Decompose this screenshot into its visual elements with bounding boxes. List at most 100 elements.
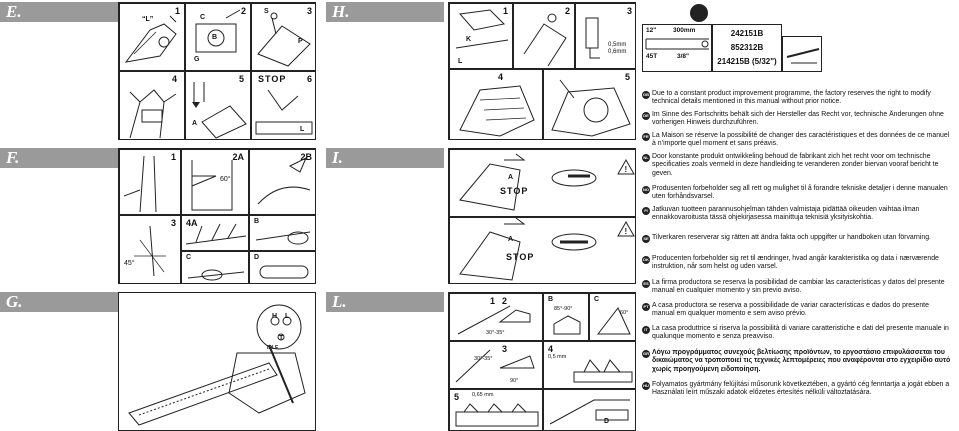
cutter-angle-drawing [596, 307, 631, 335]
svg-text:!: ! [625, 227, 628, 236]
section-header-l: L. [326, 292, 444, 312]
flag-icon-it: IT [642, 326, 650, 334]
step-number: 3 [502, 344, 508, 354]
notice-text: Produsenten forbeholder seg all rett og … [652, 185, 948, 201]
stop-label: STOP [258, 74, 287, 84]
label-d: D [604, 418, 610, 425]
kickback-bottom-drawing: ! [459, 218, 635, 281]
step-number: 5 [238, 74, 244, 84]
flag-icon-de: DE [642, 112, 650, 120]
flag-icon-pt: PT [642, 303, 650, 311]
notice-text: Im Sinne des Fortschritts behält sich de… [652, 111, 944, 127]
panel-f-cell-2: 2A 60° [181, 149, 249, 215]
engine-cleaning-drawing [459, 85, 535, 137]
panel-h-cell-4: 4 [449, 69, 543, 139]
depth-label: 0,5 mm [548, 354, 567, 360]
notice-gb: GB Due to a constant product improvement… [642, 90, 952, 107]
panel-e-cell-2: 2 C B G [185, 3, 251, 71]
panel-l-cell-4: 4 0,5 mm [543, 341, 635, 389]
step-number: 3 [306, 6, 312, 16]
svg-text:!: ! [625, 165, 628, 174]
plug-gap-drawing [585, 17, 600, 59]
notice-text: Λόγω προγράμματος συνεχούς βελτίωσης προ… [652, 349, 951, 373]
panel-h-cell-1: 1 K L [449, 3, 513, 69]
depth-file-drawing [549, 399, 630, 425]
panel-f-cell-8: D [249, 251, 315, 283]
notice-text: Door konstante produkt ontwikkeling beho… [652, 153, 939, 177]
step-number: 2 [502, 296, 508, 306]
label-a: A [508, 174, 514, 181]
notice-es: ES La firma productora se reserva la pos… [642, 279, 952, 296]
panel-h-grid: 1 K L 2 3 0,5mm 0,6mm 4 5 [448, 2, 636, 140]
label-top: “L” [142, 16, 154, 23]
notice-text: Jatkuvan tuotteen parannusohjelman tähde… [652, 206, 920, 222]
panel-i-grid: A STOP ! A STOP ! [448, 148, 636, 284]
label-l: L [300, 126, 305, 133]
panel-l-grid: 1 2 30°-35° B 85°-90° C 60° 3 30°-35° 90… [448, 292, 636, 431]
felling-direction-drawing [257, 156, 311, 205]
step-number: 3 [170, 218, 176, 228]
depth-label: 0,65 mm [472, 392, 494, 398]
part-code: 852312B [730, 43, 764, 52]
flag-icon-dk: DK [642, 256, 650, 264]
panel-e-grid: 1 “L” 2 C B G 3 S P 4 [118, 2, 316, 140]
label-a: A [508, 236, 514, 243]
panel-e-cell-1: 1 “L” [119, 3, 185, 71]
chain-pitch: 3/8" [677, 53, 690, 60]
notice-dk: DK Producenten forbeholder sig ret til æ… [642, 255, 952, 272]
angle-label: 85°-90° [554, 306, 573, 312]
notice-text: Tilverkaren reserverar sig rätten att än… [652, 234, 931, 241]
label-p: P [298, 38, 303, 45]
label-b: B [212, 34, 218, 41]
part-code: 214215B (5/32") [717, 57, 777, 66]
notice-fr: FR La Maison se réserve la possibilité d… [642, 132, 952, 149]
panel-h-cell-3: 3 0,5mm 0,6mm [575, 3, 635, 69]
step-number: 4 [498, 72, 504, 82]
spark-plug-drawing [523, 13, 567, 67]
notice-nl: NL Door konstante produkt ontwikkeling b… [642, 153, 952, 178]
lubrication-drawing [192, 82, 247, 139]
notice-it: IT La casa produttrice si riserva la pos… [642, 325, 952, 342]
supported-log-drawing [259, 265, 309, 279]
cooling-fins-drawing [551, 79, 631, 137]
label-d: D [254, 254, 260, 261]
panel-f-cell-7: C [181, 251, 249, 283]
step-number: 5 [454, 392, 460, 402]
limbing-drawing [185, 223, 247, 245]
panel-e-cell-4: 4 [119, 71, 185, 139]
flag-icon-fi: FI [642, 207, 650, 215]
tree-felling-drawing [123, 155, 157, 213]
angle-label: 60° [620, 310, 629, 316]
notice-hu: HU Folyamatos gyártmány felújítási műsor… [642, 381, 952, 398]
label-h: H [272, 313, 278, 320]
operator-hands-drawing [129, 89, 177, 139]
gauge-label: 0,5mm [608, 42, 627, 48]
step-number: 1 [174, 6, 180, 16]
label-g: G [194, 56, 200, 63]
section-header-e: E. [0, 2, 118, 22]
panel-l-cell-c: C 60° [589, 293, 635, 341]
panel-i-cell-2: A STOP ! [449, 217, 635, 283]
label-b: B [548, 296, 554, 303]
clutch-cover-drawing [195, 9, 241, 53]
panel-l-cell-b: B 85°-90° [543, 293, 589, 341]
flag-icon-es: ES [642, 280, 650, 288]
notice-text: La Maison se réserve la possibilité de c… [652, 132, 950, 148]
chain-links-drawing [455, 403, 539, 427]
panel-l-cell-12: 1 2 30°-35° [449, 293, 543, 341]
bar-size: 12" [646, 27, 657, 34]
panel-f-cell-5: 4A [181, 215, 249, 251]
label-l: L [458, 58, 463, 65]
notice-text: Producenten forbeholder sig ret til ændr… [652, 255, 939, 271]
section-header-i: I. [326, 148, 444, 168]
bar-length: 300mm [673, 27, 696, 34]
teeth-count: 45T [646, 53, 658, 60]
chain-spec-box: 12" 300mm 45T 3/8" [642, 24, 712, 72]
section-header-g: G. [0, 292, 118, 312]
flag-icon-se: SE [642, 235, 650, 243]
panel-f-cell-6: B [249, 215, 315, 251]
chainsaw-bar-drawing [124, 15, 177, 63]
step-number: 3 [626, 6, 632, 16]
depth-gauge-drawing [573, 359, 633, 383]
notice-no: NO Produsenten forbeholder seg all rett … [642, 185, 952, 202]
